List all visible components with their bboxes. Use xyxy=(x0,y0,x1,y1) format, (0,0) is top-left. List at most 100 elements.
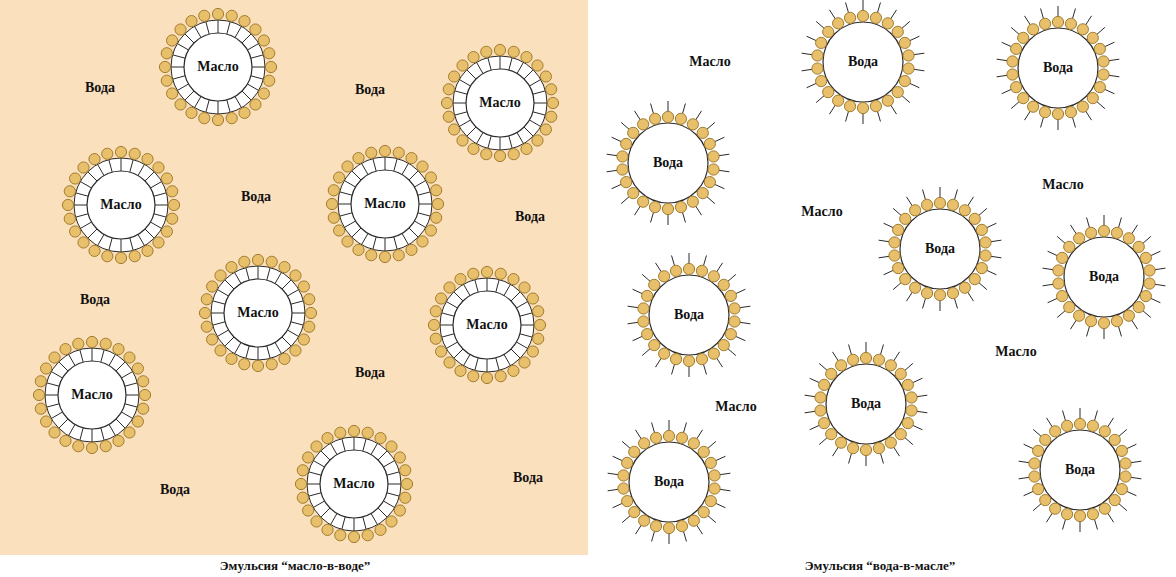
surfactant-tail xyxy=(516,302,527,309)
surfactant-head xyxy=(969,213,980,224)
medium-label: Масло xyxy=(689,54,730,69)
surfactant-head xyxy=(199,307,210,318)
surfactant-tail xyxy=(92,429,93,442)
surfactant-head xyxy=(906,405,917,416)
surfactant-tail xyxy=(1087,218,1090,229)
surfactant-head xyxy=(436,346,447,357)
surfactant-tail xyxy=(509,136,512,149)
surfactant-head xyxy=(1109,495,1120,506)
surfactant-head xyxy=(903,50,914,61)
surfactant-tail xyxy=(258,347,259,360)
surfactant-head xyxy=(1098,56,1109,67)
water-core xyxy=(900,209,980,289)
surfactant-tail xyxy=(51,372,62,379)
surfactant-head xyxy=(882,18,893,29)
surfactant-head xyxy=(297,465,308,476)
surfactant-head xyxy=(947,199,958,210)
surfactant-tail xyxy=(739,306,750,308)
surfactant-tail xyxy=(633,336,643,341)
surfactant-head xyxy=(201,321,212,332)
surfactant-head xyxy=(649,340,660,351)
surfactant-head xyxy=(893,224,904,235)
surfactant-head xyxy=(1007,69,1018,80)
surfactant-tail xyxy=(454,292,463,301)
surfactant-tail xyxy=(1108,418,1114,427)
surfactant-head xyxy=(1111,316,1122,327)
micelle-ring xyxy=(453,56,547,150)
surfactant-head xyxy=(1133,302,1144,313)
surfactant-head xyxy=(1039,18,1050,29)
surfactant-tail xyxy=(309,493,322,496)
surfactant-tail xyxy=(1094,519,1097,530)
surfactant-head xyxy=(622,496,633,507)
surfactant-head xyxy=(934,197,945,208)
surfactant-tail xyxy=(884,223,894,228)
surfactant-tail xyxy=(116,362,125,371)
surfactant-tail xyxy=(496,358,499,371)
surfactant-tail xyxy=(622,515,630,522)
surfactant-tail xyxy=(378,508,387,517)
surfactant-tail xyxy=(1058,6,1059,17)
surfactant-head xyxy=(102,251,113,262)
surfactant-head xyxy=(1123,310,1134,321)
surfactant-tail xyxy=(1048,298,1058,303)
surfactant-head xyxy=(138,403,149,414)
surfactant-head xyxy=(969,274,980,285)
surfactant-head xyxy=(49,427,60,438)
surfactant-head xyxy=(519,282,530,293)
surfactant-head xyxy=(153,237,164,248)
surfactant-tail xyxy=(533,91,546,94)
oil-core xyxy=(466,69,534,137)
surfactant-tail xyxy=(173,76,186,79)
surfactant-head xyxy=(532,135,543,146)
surfactant-head xyxy=(921,199,932,210)
surfactant-head xyxy=(366,250,377,261)
surfactant-tail xyxy=(121,239,122,252)
surfactant-tail xyxy=(496,280,499,293)
surfactant-head xyxy=(207,281,218,292)
surfactant-tail xyxy=(88,229,97,238)
surfactant-tail xyxy=(125,383,138,386)
surfactant-head xyxy=(508,46,519,57)
surfactant-head xyxy=(124,427,135,438)
oil-droplet: Масло xyxy=(198,253,318,373)
surfactant-head xyxy=(688,515,699,526)
surfactant-head xyxy=(709,470,720,481)
surfactant-head xyxy=(393,147,404,158)
surfactant-tail xyxy=(909,83,919,88)
surfactant-tail xyxy=(225,280,234,289)
surfactant-tail xyxy=(612,137,622,142)
droplet-label: Вода xyxy=(1043,60,1073,75)
surfactant-tail xyxy=(363,439,366,452)
surfactant-tail xyxy=(1132,320,1138,329)
surfactant-tail xyxy=(313,461,324,468)
surfactant-head xyxy=(889,250,900,261)
surfactant-tail xyxy=(1046,418,1052,427)
surfactant-head xyxy=(201,294,212,305)
surfactant-tail xyxy=(342,439,345,452)
surfactant-tail xyxy=(802,53,813,55)
surfactant-head xyxy=(199,113,210,124)
surfactant-head xyxy=(683,263,694,274)
surfactant-tail xyxy=(893,282,901,289)
surfactant-tail xyxy=(607,170,618,172)
surfactant-head xyxy=(295,478,306,489)
surfactant-tail xyxy=(275,272,282,283)
surfactant-tail xyxy=(446,302,457,309)
surfactant-head xyxy=(362,530,373,541)
surfactant-head xyxy=(823,87,834,98)
surfactant-head xyxy=(1144,265,1155,276)
surfactant-head xyxy=(41,363,52,374)
surfactant-tail xyxy=(954,298,957,309)
surfactant-tail xyxy=(622,441,630,448)
surfactant-head xyxy=(1085,316,1096,327)
surfactant-tail xyxy=(344,181,355,188)
surfactant-tail xyxy=(516,342,527,349)
surfactant-head xyxy=(62,199,73,210)
surfactant-head xyxy=(443,111,454,122)
surfactant-tail xyxy=(1143,236,1151,243)
surfactant-head xyxy=(468,371,479,382)
surfactant-head xyxy=(161,173,172,184)
droplet-label: Вода xyxy=(851,396,881,411)
surfactant-tail xyxy=(80,350,83,363)
